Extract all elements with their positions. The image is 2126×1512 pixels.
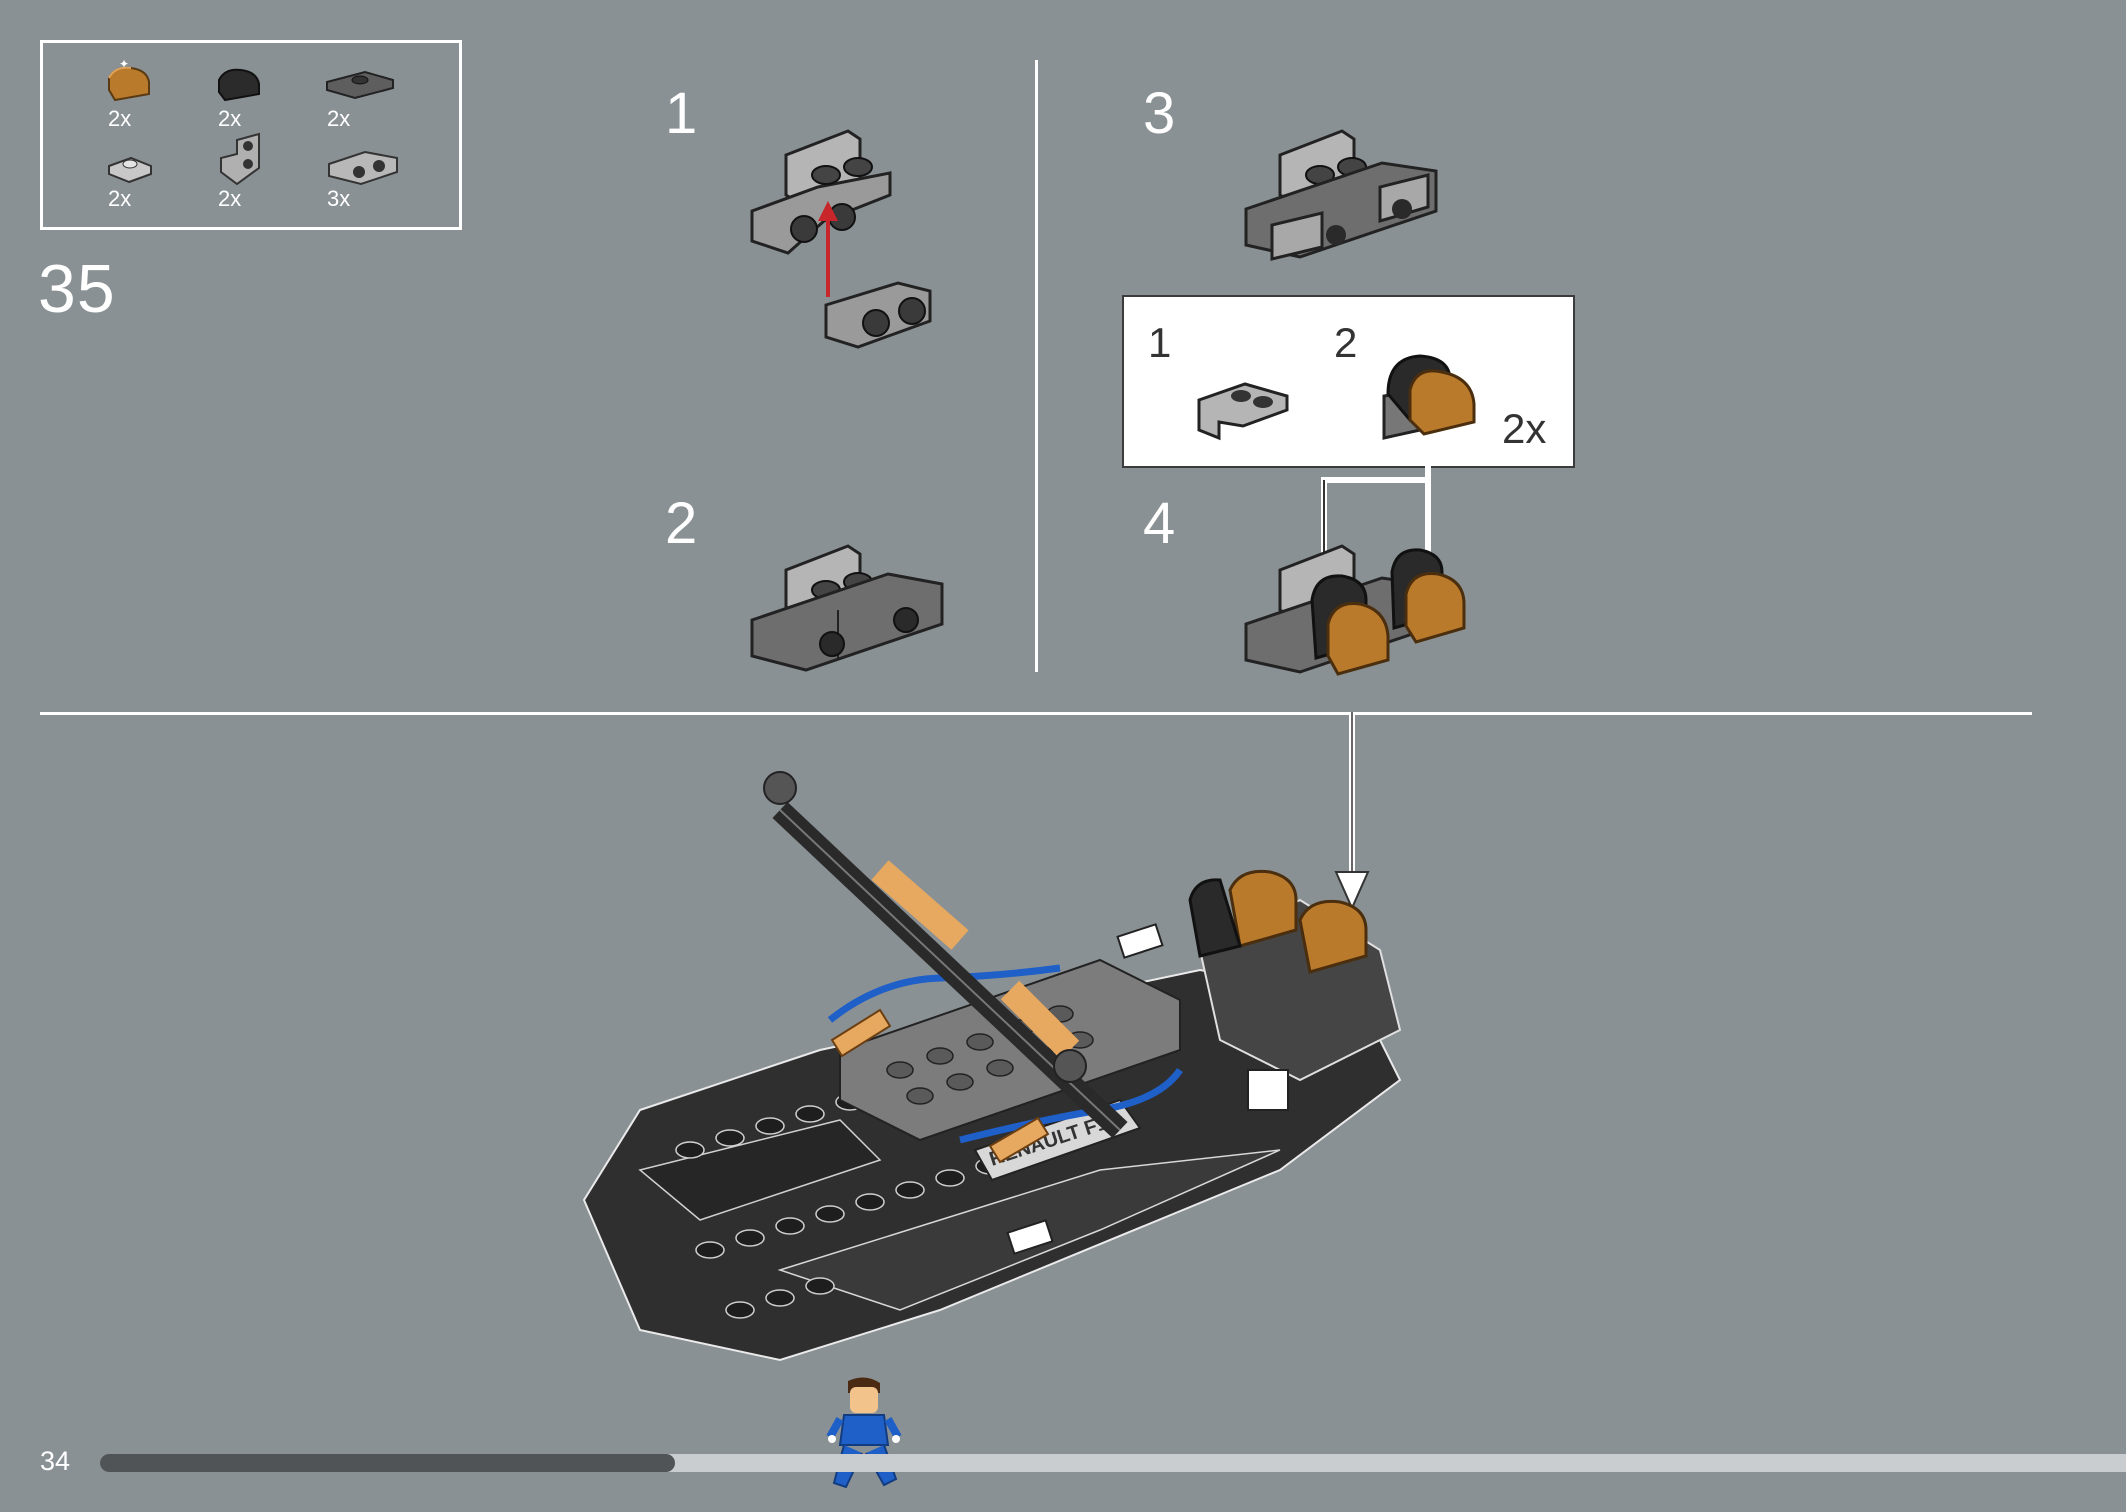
minifigure-progress-marker (826, 1377, 902, 1489)
substep-2-number: 2 (665, 491, 698, 556)
part-qty-4: 2x (108, 186, 132, 211)
brown-curved-slope-icon: ✦ (108, 57, 150, 102)
svg-text:✦: ✦ (119, 57, 129, 71)
progress-fill (100, 1454, 675, 1472)
part-qty-2: 2x (218, 106, 242, 131)
bracket-1x1-vertical-icon (220, 132, 260, 186)
substep-4-number: 4 (1143, 491, 1176, 556)
callout-item-2-number: 2 (1334, 319, 1358, 366)
callout-bracket-icon (1197, 382, 1289, 441)
callout-brown-slope-assembly-icon (1382, 354, 1476, 440)
placement-arrow (1334, 712, 1370, 911)
substep-3-assembly (1244, 129, 1438, 261)
part-qty-6: 3x (327, 186, 351, 211)
dark-jumper-plate-icon (326, 70, 394, 100)
substep-4-assembly (1244, 544, 1466, 676)
callout-item-1-number: 1 (1148, 319, 1172, 366)
black-curved-slope-icon (218, 68, 260, 102)
bracket-1x2-icon (328, 150, 398, 186)
step-number: 35 (38, 251, 116, 327)
horizontal-divider (40, 712, 2032, 715)
parts-list-box (40, 40, 462, 230)
main-model-assembly: RENAULT F1 (582, 771, 1402, 1362)
vertical-divider (1035, 60, 1038, 672)
substep-1-assembly (750, 129, 932, 349)
part-qty-3: 2x (327, 106, 351, 131)
callout-quantity: 2x (1502, 405, 1547, 452)
light-plate-1x1-icon (108, 156, 152, 184)
substep-1-number: 1 (665, 81, 698, 146)
substep-2-assembly (750, 544, 944, 672)
substep-3-number: 3 (1143, 81, 1176, 146)
part-qty-5: 2x (218, 186, 242, 211)
part-qty-1: 2x (108, 106, 132, 131)
sub-assembly-callout: 1 2 2x (1122, 295, 1575, 468)
page-number: 34 (40, 1446, 71, 1476)
